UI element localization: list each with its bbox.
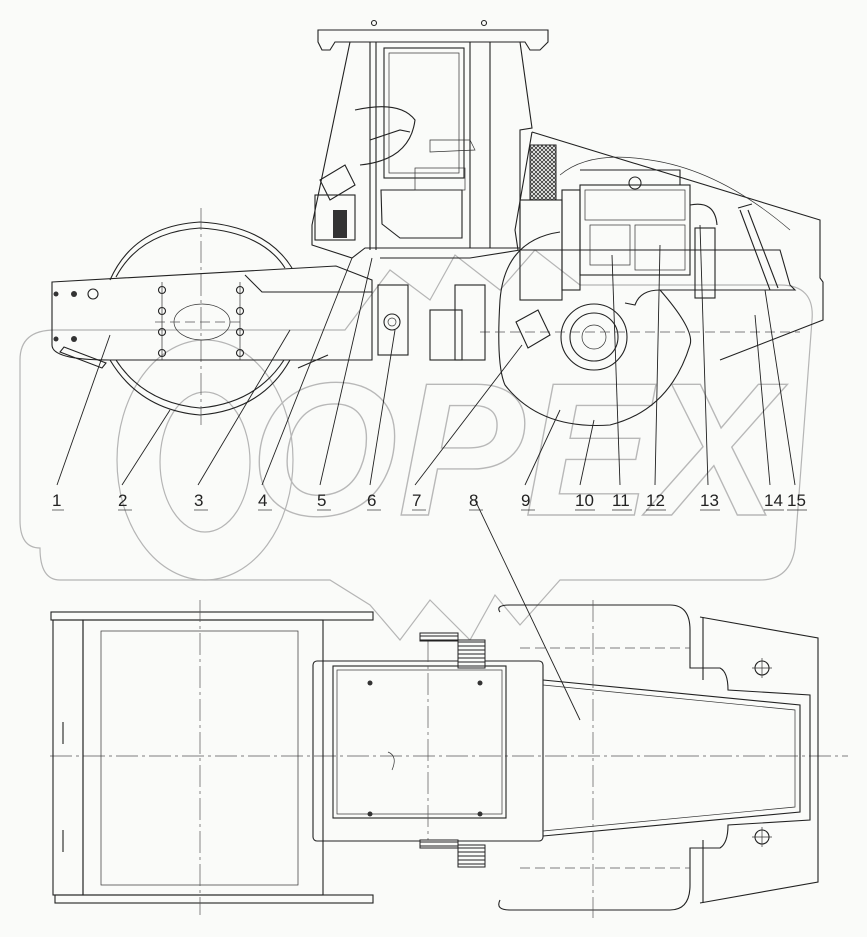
- engine-hood: [380, 131, 824, 361]
- callout-5: 5: [317, 491, 326, 510]
- plan-view: [50, 600, 848, 918]
- callout-12: 12: [646, 491, 665, 510]
- callout-8: 8: [469, 491, 478, 510]
- watermark: OPEX: [19, 249, 813, 641]
- callout-11: 11: [612, 491, 630, 510]
- leader-lines: [56, 224, 796, 721]
- callout-3: 3: [194, 491, 203, 510]
- callout-4: 4: [258, 491, 267, 510]
- side-view: 1 2 3 4 5 6 7 8 9 10 11 12 13 14 15: [51, 19, 824, 721]
- callout-13: 13: [700, 491, 719, 510]
- watermark-text: OPEX: [250, 344, 788, 556]
- callout-7: 7: [412, 491, 421, 510]
- operator-cab: [311, 19, 549, 259]
- front-frame: [51, 265, 373, 369]
- cab-plan: [312, 632, 544, 868]
- engine: [579, 169, 779, 299]
- callout-1: 1: [52, 491, 61, 510]
- callout-6: 6: [367, 491, 376, 510]
- callout-14: 14: [764, 491, 783, 510]
- callout-15: 15: [787, 491, 806, 510]
- rear-frame-plan: [498, 600, 819, 918]
- callout-2: 2: [118, 491, 127, 510]
- callout-10: 10: [575, 491, 594, 510]
- bolt-holes: [53, 282, 245, 360]
- callout-9: 9: [521, 491, 530, 510]
- drive-motor: [377, 284, 551, 361]
- front-drum: [109, 208, 293, 425]
- callouts: 1 2 3 4 5 6 7 8 9 10 11 12 13 14 15: [52, 491, 807, 511]
- drum-plan: [50, 600, 374, 915]
